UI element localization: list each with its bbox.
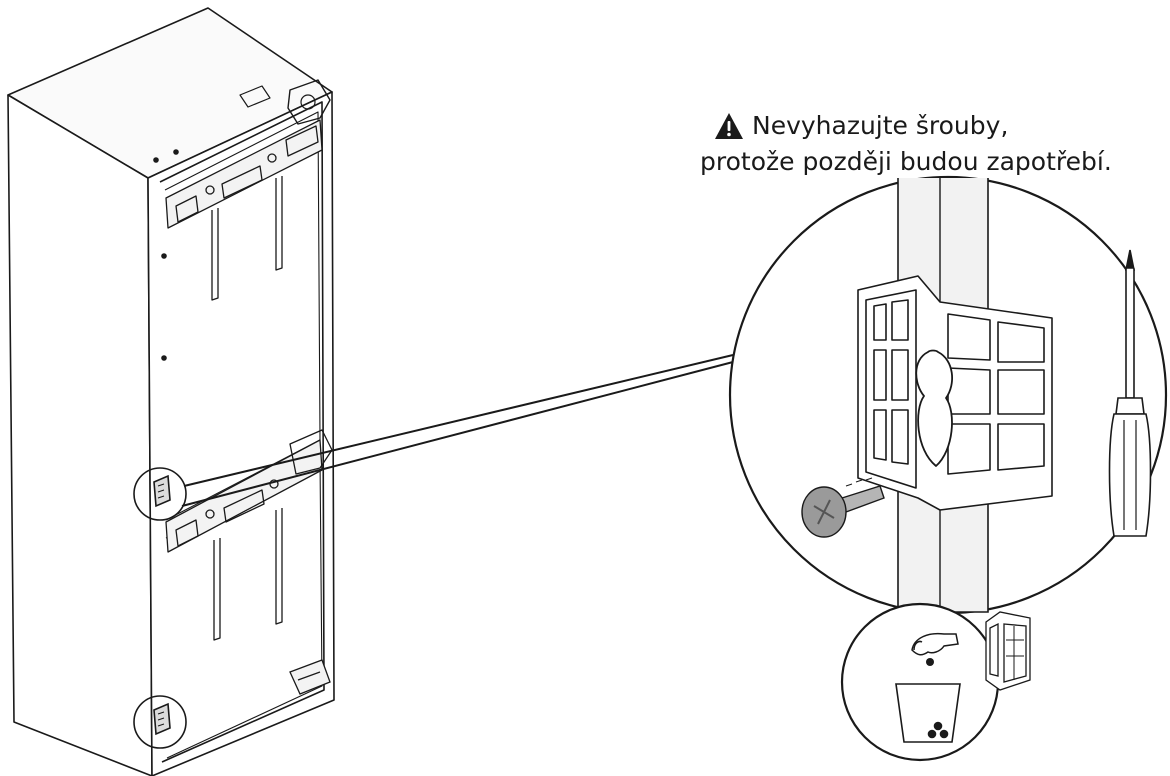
warning-triangle-icon [715, 113, 743, 139]
caption-line-1: Nevyhazujte šrouby, [700, 108, 1160, 144]
disposal-detail-circle [840, 602, 1031, 762]
screw-icon [801, 477, 885, 538]
upper-hinge-bracket [165, 119, 323, 301]
zoom-detail-circle [728, 175, 1168, 615]
hand-icon [911, 632, 959, 656]
trash-bin-icon [895, 683, 961, 743]
warning-caption: Nevyhazujte šrouby, protože později budo… [700, 108, 1160, 180]
screwdriver-icon [1108, 249, 1152, 537]
small-bracket-icon [985, 611, 1031, 691]
caption-line-1-text: Nevyhazujte šrouby, [752, 111, 1009, 140]
leader-lines [181, 354, 734, 507]
fridge-cabinet [7, 7, 335, 776]
detail-marker-upper [133, 467, 187, 521]
bottom-hinge [289, 659, 331, 695]
plastic-bracket-icon [857, 275, 1053, 511]
falling-screw [926, 658, 934, 666]
detail-marker-lower [133, 695, 187, 749]
caption-line-2: protože později budou zapotřebí. [700, 147, 1112, 176]
